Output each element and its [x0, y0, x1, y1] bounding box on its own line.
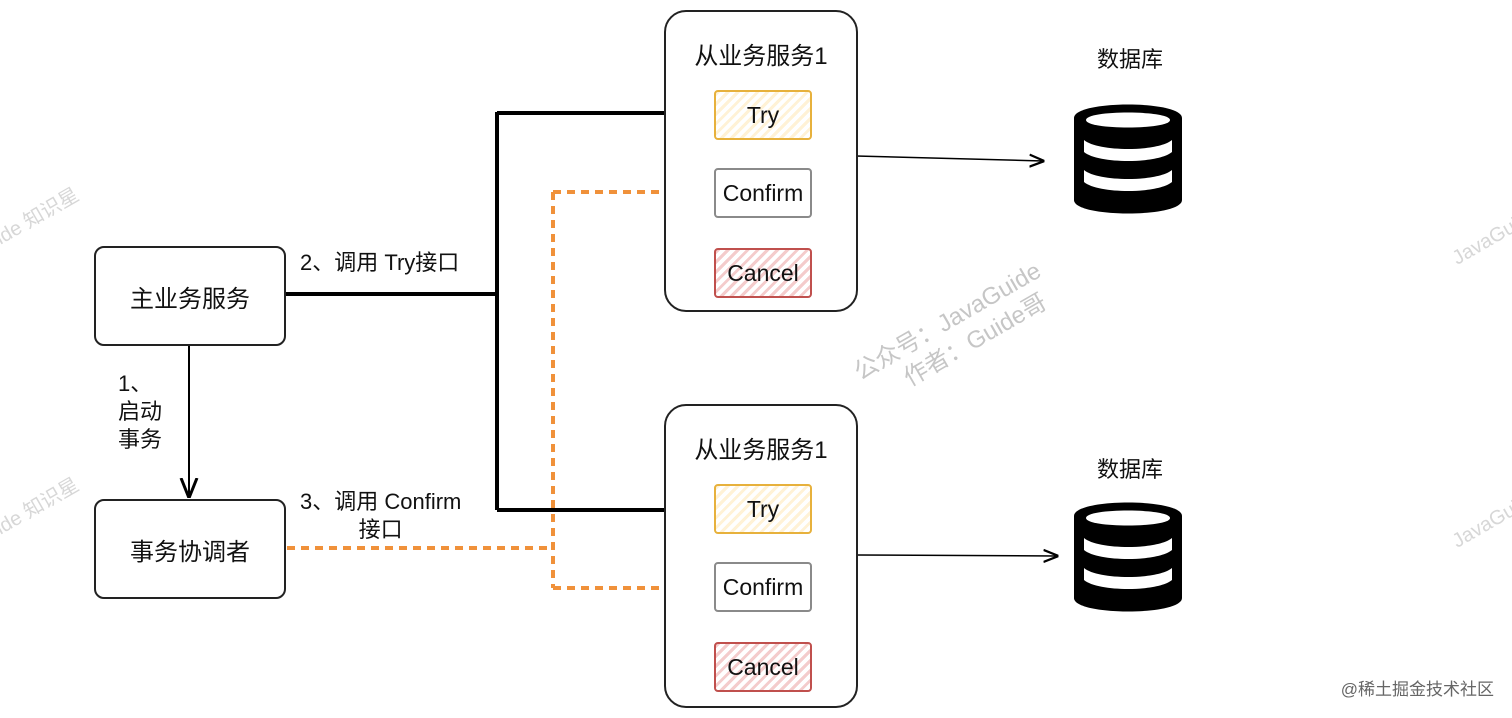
cancel-label-2: Cancel [727, 653, 799, 680]
main-service-label: 主业务服务 [130, 285, 250, 313]
try-box-2: Try [714, 484, 812, 534]
cancel-box-1: Cancel [714, 248, 812, 298]
database-icon [1074, 104, 1182, 214]
sub-service-title-2: 从业务服务1 [694, 437, 828, 464]
try-box-1: Try [714, 90, 812, 140]
try-label-1: Try [746, 101, 780, 128]
database-label-2: 数据库 [1096, 457, 1163, 482]
cancel-box-2: Cancel [714, 642, 812, 692]
service-db-arrow-bottom [855, 555, 1057, 556]
step1-line2: 事务 [118, 427, 163, 452]
step1-number: 1、 [118, 371, 153, 396]
step3-line2: 接口 [358, 517, 403, 542]
database-icon [1074, 502, 1182, 612]
footer-credit: @稀土掘金技术社区 [1340, 680, 1494, 699]
confirm-label-1: Confirm [722, 179, 804, 206]
step2-label: 2、调用 Try接口 [300, 250, 460, 275]
main-service-box: 主业务服务 [94, 246, 286, 346]
service-db-arrow-top [855, 156, 1043, 161]
step1-label: 1、 启动 事务 [118, 370, 162, 454]
confirm-box-2: Confirm [714, 562, 812, 612]
database-label-1: 数据库 [1096, 47, 1163, 72]
sub-service-title-1: 从业务服务1 [694, 43, 828, 70]
coordinator-label: 事务协调者 [130, 538, 250, 566]
sub-service-box-1: 从业务服务1 Try Confirm Cancel [664, 10, 858, 312]
step3-line1: 3、调用 Confirm [300, 489, 462, 514]
confirm-label-2: Confirm [722, 573, 804, 600]
step1-line1: 启动 [118, 399, 163, 424]
step3-label: 3、调用 Confirm 接口 [300, 488, 461, 544]
try-label-2: Try [746, 495, 780, 522]
cancel-label-1: Cancel [727, 259, 799, 286]
sub-service-box-2: 从业务服务1 Try Confirm Cancel [664, 404, 858, 708]
coordinator-box: 事务协调者 [94, 499, 286, 599]
confirm-box-1: Confirm [714, 168, 812, 218]
